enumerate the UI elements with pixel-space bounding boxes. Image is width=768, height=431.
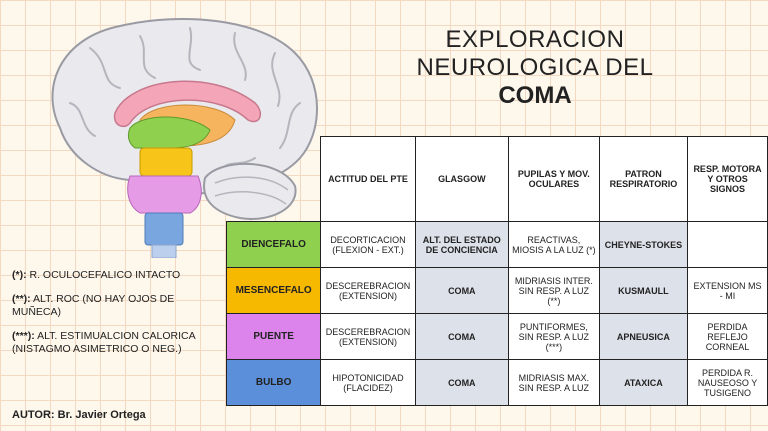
coma-table: ACTITUD DEL PTE GLASGOW PUPILAS Y MOV. O… xyxy=(225,136,768,406)
motora-cell: PERDIDA R. NAUSEOSO Y TUSIGENO xyxy=(687,359,768,406)
footnote-mark: (***): xyxy=(12,330,35,342)
table-row: PUENTE DESCEREBRACION (EXTENSION) COMA P… xyxy=(225,313,768,360)
puente-region xyxy=(127,175,202,214)
corpus-callosum xyxy=(113,80,262,128)
footnote-text: ALT. ROC (NO HAY OJOS DE MUÑECA) xyxy=(12,293,175,318)
pupilas-cell: MIDRIASIS MAX. SIN RESP. A LUZ xyxy=(507,359,600,406)
patron-cell: KUSMAULL xyxy=(598,267,689,314)
header-pupilas: PUPILAS Y MOV. OCULARES xyxy=(507,136,600,222)
motora-cell: EXTENSION MS - MI xyxy=(687,267,768,314)
actitud-cell: DECORTICACION (FLEXION - EXT.) xyxy=(320,221,416,268)
title-line-3: COMA xyxy=(498,82,572,109)
spinal-cord xyxy=(151,244,177,258)
table-row: BULBO HIPOTONICIDAD (FLACIDEZ) COMA MIDR… xyxy=(225,359,768,406)
actitud-cell: HIPOTONICIDAD (FLACIDEZ) xyxy=(320,359,416,406)
motora-cell xyxy=(687,221,768,268)
table-row: MESENCEFALO DESCEREBRACION (EXTENSION) C… xyxy=(225,267,768,314)
page-title: EXPLORACION NEUROLOGICA DEL COMA xyxy=(405,26,665,110)
header-patron: PATRON RESPIRATORIO xyxy=(598,136,689,222)
glasgow-cell: COMA xyxy=(414,359,509,406)
pupilas-cell: MIDRIASIS INTER. SIN RESP. A LUZ (**) xyxy=(507,267,600,314)
bulbo-region xyxy=(144,212,184,246)
diencefalo-region xyxy=(127,116,211,149)
level-cell: MESENCEFALO xyxy=(225,267,322,314)
glasgow-cell: COMA xyxy=(414,313,509,360)
footnote-mark: (*): xyxy=(12,269,27,281)
patron-cell: ATAXICA xyxy=(598,359,689,406)
title-line-1: EXPLORACION xyxy=(445,26,625,53)
level-cell: DIENCEFALO xyxy=(225,221,322,268)
header-row: ACTITUD DEL PTE GLASGOW PUPILAS Y MOV. O… xyxy=(227,136,768,222)
footnote-text: R. OCULOCEFALICO INTACTO xyxy=(29,269,181,281)
header-actitud: ACTITUD DEL PTE xyxy=(320,136,416,222)
table-row: DIENCEFALO DECORTICACION (FLEXION - EXT.… xyxy=(225,221,768,268)
level-cell: PUENTE xyxy=(225,313,322,360)
actitud-cell: DESCEREBRACION (EXTENSION) xyxy=(320,267,416,314)
patron-cell: CHEYNE-STOKES xyxy=(598,221,689,268)
footnotes: (*): R. OCULOCEFALICO INTACTO (**): ALT.… xyxy=(12,269,222,367)
motora-cell: PERDIDA REFLEJO CORNEAL xyxy=(687,313,768,360)
actitud-cell: DESCEREBRACION (EXTENSION) xyxy=(320,313,416,360)
level-cell: BULBO xyxy=(225,359,322,406)
glasgow-cell: COMA xyxy=(414,267,509,314)
footnote: (**): ALT. ROC (NO HAY OJOS DE MUÑECA) xyxy=(12,293,222,319)
author-credit: AUTOR: Br. Javier Ortega xyxy=(12,409,146,421)
title-line-2: NEUROLOGICA DEL xyxy=(416,54,654,81)
brain-illustration xyxy=(51,18,318,258)
footnote-text: ALT. ESTIMUALCION CALORICA (NISTAGMO ASI… xyxy=(12,330,196,355)
footnote: (*): R. OCULOCEFALICO INTACTO xyxy=(12,269,222,282)
header-motora: RESP. MOTORA Y OTROS SIGNOS xyxy=(687,136,768,222)
mesencefalo-region xyxy=(139,147,193,177)
footnote-mark: (**): xyxy=(12,293,31,305)
patron-cell: APNEUSICA xyxy=(598,313,689,360)
pupilas-cell: REACTIVAS, MIOSIS A LA LUZ (*) xyxy=(507,221,600,268)
pupilas-cell: PUNTIFORMES, SIN RESP. A LUZ (***) xyxy=(507,313,600,360)
header-glasgow: GLASGOW xyxy=(414,136,509,222)
footnote: (***): ALT. ESTIMUALCION CALORICA (NISTA… xyxy=(12,330,222,356)
glasgow-cell: ALT. DEL ESTADO DE CONCIENCIA xyxy=(414,221,509,268)
header-empty-cell xyxy=(227,137,321,222)
